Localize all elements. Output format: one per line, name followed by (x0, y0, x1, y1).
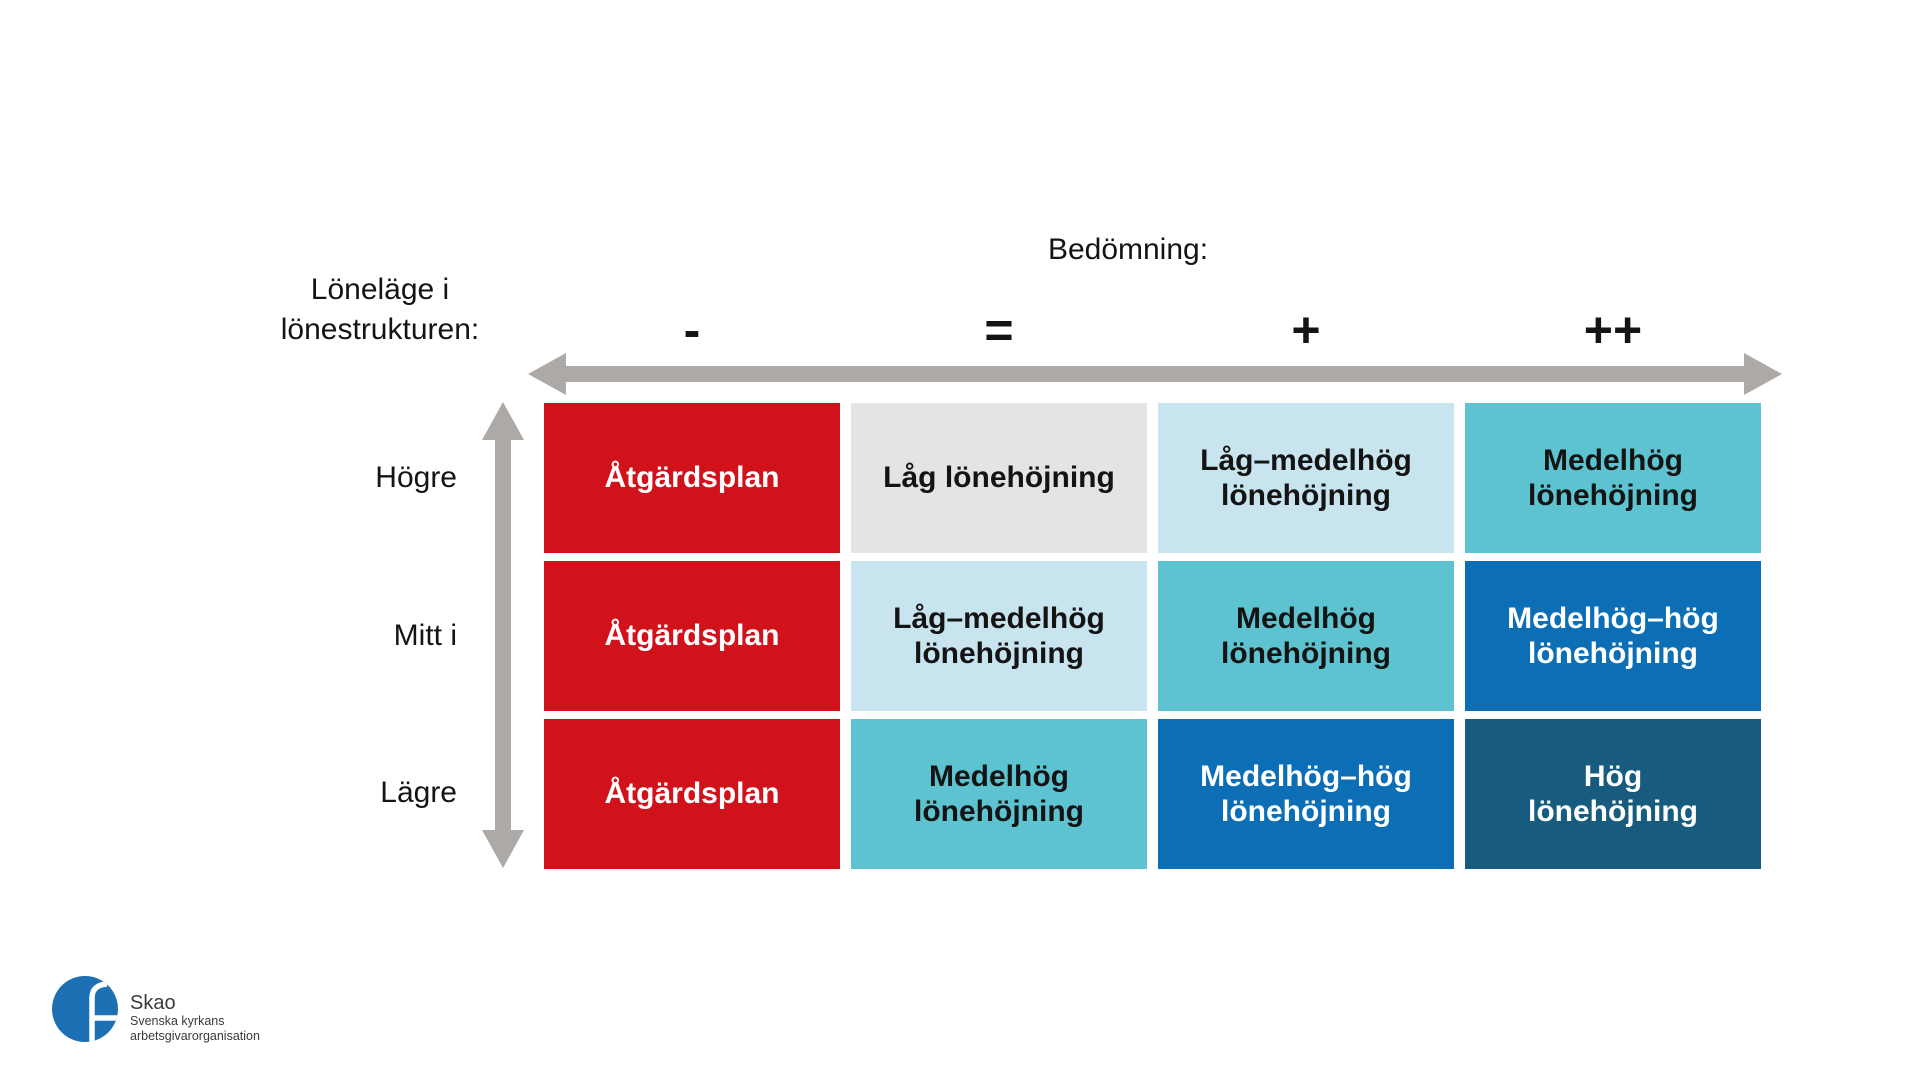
column-symbol-plusplus: ++ (1583, 302, 1643, 358)
column-symbols-row: - = + ++ (544, 294, 1761, 366)
matrix-cell-r1c4: Medelhög lönehöjning (1465, 403, 1761, 553)
matrix-cell-r1c3: Låg–medelhög lönehöjning (1158, 403, 1454, 553)
row-axis-title-line2: lönestrukturen: (280, 313, 480, 346)
row-axis-title: Löneläge i lönestrukturen: (250, 270, 510, 350)
column-axis-title: Bedömning: (1047, 233, 1209, 266)
column-symbol-minus: - (683, 302, 701, 358)
matrix-cell-r2c1: Åtgärdsplan (544, 561, 840, 711)
skao-logo-text: Skao Svenska kyrkans arbetsgivarorganisa… (130, 992, 260, 1044)
skao-logo-mark-icon (52, 976, 118, 1042)
matrix-cell-r3c4: Hög lönehöjning (1465, 719, 1761, 869)
matrix-cell-r3c2: Medelhög lönehöjning (851, 719, 1147, 869)
matrix-cell-r2c2: Låg–medelhög lönehöjning (851, 561, 1147, 711)
matrix-cell-r3c1: Åtgärdsplan (544, 719, 840, 869)
assessment-matrix: Åtgärdsplan Låg lönehöjning Låg–medelhög… (544, 403, 1761, 869)
matrix-cell-r2c3: Medelhög lönehöjning (1158, 561, 1454, 711)
vertical-axis-arrow-icon (482, 402, 524, 868)
skao-logo-org-line2: arbetsgivarorganisation (130, 1029, 260, 1043)
horizontal-axis-arrow-icon (528, 353, 1782, 395)
row-axis-title-line1: Löneläge i (310, 273, 450, 306)
skao-logo-org-line1: Svenska kyrkans (130, 1014, 225, 1028)
skao-logo-name: Skao (130, 992, 176, 1014)
matrix-cell-r2c4: Medelhög–hög lönehöjning (1465, 561, 1761, 711)
matrix-cell-r1c1: Åtgärdsplan (544, 403, 840, 553)
skao-logo: Skao Svenska kyrkans arbetsgivarorganisa… (52, 976, 260, 1044)
column-symbol-equal: = (984, 302, 1014, 358)
matrix-cell-r1c2: Låg lönehöjning (851, 403, 1147, 553)
row-label-mitt-i: Mitt i (393, 619, 457, 652)
column-symbol-plus: + (1291, 302, 1321, 358)
row-label-lagre: Lägre (380, 776, 457, 809)
row-label-hogre: Högre (375, 461, 457, 494)
matrix-cell-r3c3: Medelhög–hög lönehöjning (1158, 719, 1454, 869)
